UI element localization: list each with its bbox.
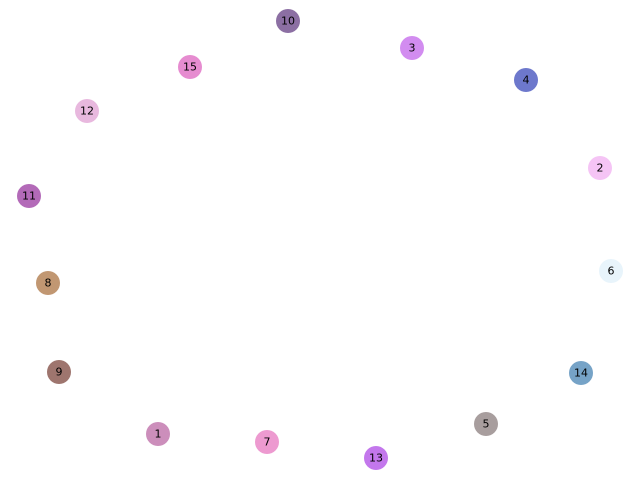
graph-node-4: 4	[514, 68, 538, 92]
node-label: 12	[80, 105, 94, 118]
node-circle	[255, 430, 279, 454]
node-circle	[514, 68, 538, 92]
node-circle	[400, 36, 424, 60]
graph-node-3: 3	[400, 36, 424, 60]
node-circle	[146, 422, 170, 446]
node-label: 2	[597, 162, 604, 175]
graph-node-12: 12	[75, 99, 99, 123]
node-circle	[276, 9, 300, 33]
node-label: 14	[574, 367, 588, 380]
graph-node-6: 6	[599, 259, 623, 283]
graph-node-14: 14	[569, 361, 593, 385]
node-circle	[569, 361, 593, 385]
node-label: 8	[45, 277, 52, 290]
node-label: 9	[56, 366, 63, 379]
node-circle	[17, 184, 41, 208]
graph-node-7: 7	[255, 430, 279, 454]
node-circle	[474, 412, 498, 436]
node-label: 13	[369, 452, 383, 465]
node-label: 4	[523, 74, 530, 87]
node-circle	[75, 99, 99, 123]
node-circle	[364, 446, 388, 470]
graph-node-2: 2	[588, 156, 612, 180]
node-label: 10	[281, 15, 295, 28]
node-label: 3	[409, 42, 416, 55]
node-circle	[588, 156, 612, 180]
node-label: 1	[155, 428, 162, 441]
node-label: 15	[183, 61, 197, 74]
node-circle	[47, 360, 71, 384]
node-label: 7	[264, 436, 271, 449]
graph-node-1: 1	[146, 422, 170, 446]
graph-node-10: 10	[276, 9, 300, 33]
node-label: 11	[22, 190, 36, 203]
node-circle	[599, 259, 623, 283]
node-circle	[178, 55, 202, 79]
node-circle	[36, 271, 60, 295]
graph-node-5: 5	[474, 412, 498, 436]
graph-node-15: 15	[178, 55, 202, 79]
node-label: 6	[608, 265, 615, 278]
graph-node-9: 9	[47, 360, 71, 384]
graph-node-13: 13	[364, 446, 388, 470]
graph-node-8: 8	[36, 271, 60, 295]
graph-node-11: 11	[17, 184, 41, 208]
node-label: 5	[483, 418, 490, 431]
